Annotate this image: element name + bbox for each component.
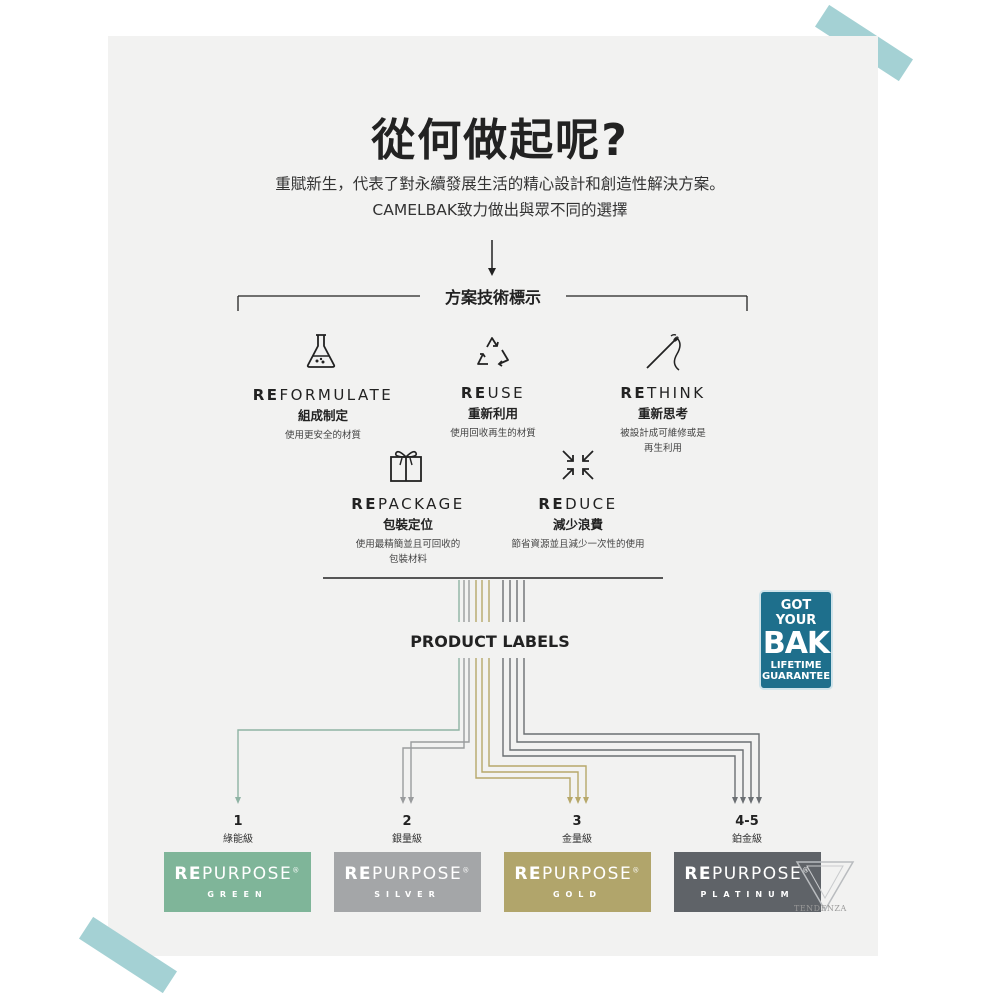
item-repackage-name: REPACKAGE bbox=[351, 495, 465, 513]
item-reformulate-desc: 使用更安全的材質 bbox=[284, 430, 361, 441]
flow-platinum-2-arrowhead bbox=[740, 797, 746, 804]
flow-green bbox=[237, 658, 460, 798]
product-labels-title: PRODUCT LABELS bbox=[390, 632, 590, 651]
flow-silver-2-arrowhead bbox=[408, 797, 414, 804]
intro-line-2: CAMELBAK致力做出與眾不同的選擇 bbox=[372, 201, 628, 219]
flow-gold-1-arrowhead bbox=[567, 797, 573, 804]
item-reformulate: REFORMULATE 組成制定 使用更安全的材質 bbox=[238, 386, 408, 443]
item-rethink: RETHINK 重新思考 被設計成可維修或是再生利用 bbox=[588, 384, 738, 456]
item-repackage-zh: 包裝定位 bbox=[382, 517, 433, 532]
flow-gold-2-arrowhead bbox=[575, 797, 581, 804]
item-reduce: REDUCE 減少浪費 節省資源並且減少一次性的使用 bbox=[493, 495, 663, 552]
repurpose-gold-tier: GOLD bbox=[552, 890, 603, 899]
infographic-card bbox=[108, 36, 878, 956]
repurpose-green-tier: GREEN bbox=[207, 890, 268, 899]
level-1-number: 1 bbox=[233, 814, 243, 829]
flask-icon bbox=[306, 334, 336, 368]
item-repackage: REPACKAGE 包裝定位 使用最精簡並且可回收的包裝材料 bbox=[333, 495, 483, 567]
watermark-text: TENDENZA bbox=[794, 904, 847, 913]
item-reuse-name: REUSE bbox=[460, 384, 526, 402]
repurpose-gold-name: REPURPOSE® bbox=[514, 864, 641, 884]
watermark-logo-icon bbox=[795, 861, 855, 912]
item-reformulate-zh: 組成制定 bbox=[297, 408, 348, 423]
page-title: 從何做起呢? bbox=[371, 115, 629, 166]
badge-line-3: LIFETIME bbox=[770, 660, 822, 671]
intro-arrow-head bbox=[488, 268, 496, 276]
flow-silver-1-arrowhead bbox=[400, 797, 406, 804]
repurpose-platinum-name: REPURPOSE® bbox=[684, 864, 811, 884]
repurpose-green-label: REPURPOSE® GREEN bbox=[164, 852, 311, 912]
repurpose-platinum-tier: PLATINUM bbox=[700, 890, 795, 899]
level-4-zh: 鉑金級 bbox=[732, 834, 762, 845]
flow-platinum-4-arrowhead bbox=[756, 797, 762, 804]
badge-line-4: GUARANTEE bbox=[761, 671, 831, 682]
flow-gold-2 bbox=[481, 658, 579, 798]
flow-green-arrowhead bbox=[235, 797, 241, 804]
level-1-zh: 綠能級 bbox=[223, 834, 253, 845]
item-reuse: REUSE 重新利用 使用回收再生的材質 bbox=[418, 384, 568, 441]
flow-gold-3-arrowhead bbox=[583, 797, 589, 804]
intro-line-1: 重賦新生，代表了對永續發展生活的精心設計和創造性解決方案。 bbox=[275, 175, 725, 193]
item-reduce-name: REDUCE bbox=[538, 495, 618, 513]
flow-lines bbox=[235, 580, 762, 804]
item-rethink-desc: 被設計成可維修或是再生利用 bbox=[620, 428, 706, 454]
flow-silver-1 bbox=[402, 658, 465, 798]
item-reduce-zh: 減少浪費 bbox=[552, 517, 603, 532]
flow-gold-3 bbox=[488, 658, 587, 798]
repurpose-gold-label: REPURPOSE® GOLD bbox=[504, 852, 651, 912]
flow-platinum-1 bbox=[502, 658, 736, 798]
lifetime-guarantee-badge: GOT YOUR BAK LIFETIME GUARANTEE bbox=[759, 590, 833, 690]
flow-platinum-2 bbox=[509, 658, 744, 798]
repurpose-silver-tier: SILVER bbox=[374, 890, 441, 899]
repurpose-green-name: REPURPOSE® bbox=[174, 864, 301, 884]
item-reuse-zh: 重新利用 bbox=[467, 406, 518, 421]
repurpose-silver-label: REPURPOSE® SILVER bbox=[334, 852, 481, 912]
section-title: 方案技術標示 bbox=[420, 284, 566, 308]
repurpose-silver-name: REPURPOSE® bbox=[344, 864, 471, 884]
item-rethink-zh: 重新思考 bbox=[637, 406, 688, 421]
badge-line-2: BAK bbox=[762, 626, 830, 661]
compress-arrows-icon bbox=[562, 450, 594, 480]
flow-silver-2 bbox=[410, 658, 470, 798]
level-4-number: 4-5 bbox=[735, 814, 759, 829]
needle-icon bbox=[646, 334, 681, 371]
flow-platinum-4 bbox=[523, 658, 760, 798]
item-reduce-desc: 節省資源並且減少一次性的使用 bbox=[511, 539, 645, 550]
recycle-icon bbox=[477, 337, 509, 367]
badge-line-1: GOT YOUR bbox=[775, 598, 817, 628]
level-2-number: 2 bbox=[402, 814, 412, 829]
level-2-zh: 銀量級 bbox=[392, 834, 422, 845]
flow-platinum-3 bbox=[516, 658, 752, 798]
gift-icon bbox=[390, 450, 422, 482]
level-3-zh: 金量級 bbox=[562, 834, 592, 845]
flow-platinum-1-arrowhead bbox=[732, 797, 738, 804]
flow-gold-1 bbox=[475, 658, 571, 798]
level-3-number: 3 bbox=[572, 814, 582, 829]
item-reuse-desc: 使用回收再生的材質 bbox=[450, 428, 536, 439]
flow-platinum-3-arrowhead bbox=[748, 797, 754, 804]
item-repackage-desc: 使用最精簡並且可回收的包裝材料 bbox=[355, 539, 461, 565]
item-reformulate-name: REFORMULATE bbox=[252, 386, 394, 404]
item-rethink-name: RETHINK bbox=[620, 384, 706, 402]
